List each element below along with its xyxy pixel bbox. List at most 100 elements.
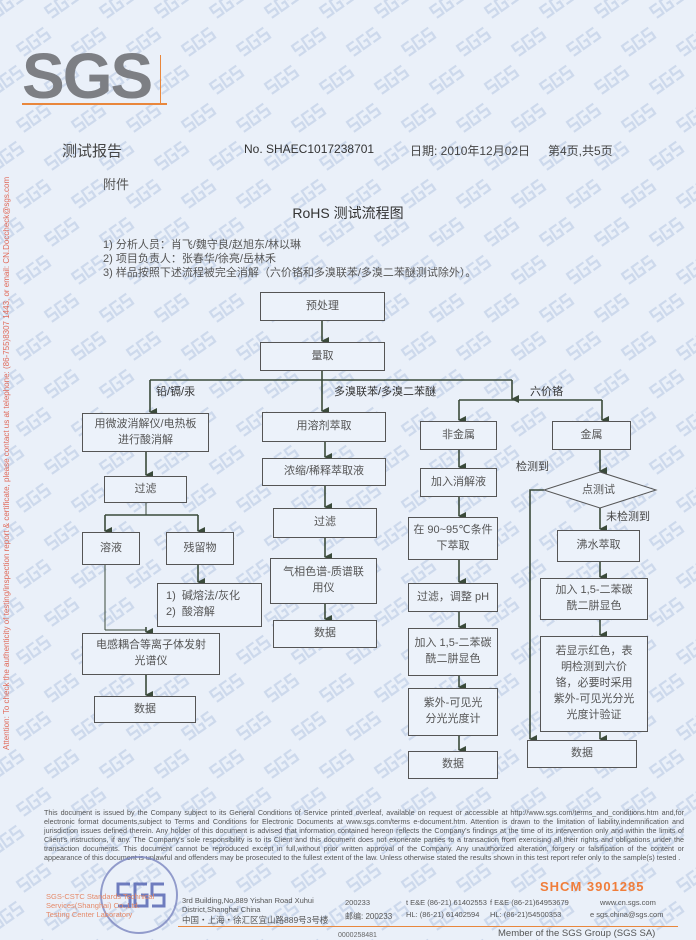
watermark-mark [0, 216, 25, 247]
watermark-mark [428, 64, 465, 95]
watermark-mark [373, 64, 410, 95]
watermark-mark [648, 0, 685, 19]
watermark-mark [0, 444, 25, 475]
watermark-mark [483, 824, 520, 855]
watermark-mark [400, 254, 437, 285]
step-add-digestion: 加入消解液 [420, 468, 497, 497]
step-residue: 残留物 [166, 532, 234, 565]
watermark-mark [208, 824, 245, 855]
watermark-mark [153, 748, 190, 779]
step-boiling-water: 沸水萃取 [557, 530, 640, 562]
shcm-number: SHCM 3901285 [540, 879, 645, 894]
report-number: No. SHAEC1017238701 [244, 142, 375, 156]
company-name: SGS-CSTC Standards Technical Services(Sh… [46, 892, 174, 919]
watermark-mark [593, 64, 630, 95]
watermark-mark [180, 26, 217, 57]
watermark-mark [483, 0, 520, 19]
watermark-mark [153, 140, 190, 171]
watermark-mark [510, 26, 547, 57]
step-red-verify: 若显示红色，表 明检测到六价 铬，必要时采用 紫外-可见光分光 光度计验证 [540, 636, 648, 732]
watermark-mark [373, 216, 410, 247]
watermark-mark [43, 900, 80, 931]
step-icp-oes: 电感耦合等离子体发射 光谱仪 [82, 633, 220, 675]
watermark-mark [15, 102, 52, 133]
watermark-mark [208, 64, 245, 95]
watermark-mark [675, 254, 696, 285]
watermark-mark [98, 140, 135, 171]
watermark-mark [15, 862, 52, 893]
watermark-mark [15, 482, 52, 513]
watermark-mark [373, 824, 410, 855]
watermark-mark [70, 254, 107, 285]
watermark-mark [15, 254, 52, 285]
watermark-mark [290, 102, 327, 133]
watermark-mark [648, 140, 685, 171]
watermark-mark [70, 26, 107, 57]
watermark-mark [318, 140, 355, 171]
watermark-mark [15, 710, 52, 741]
watermark-mark [565, 102, 602, 133]
watermark-mark [318, 672, 355, 703]
attachment-label: 附件 [103, 177, 130, 192]
watermark-mark [98, 368, 135, 399]
watermark-mark [675, 406, 696, 437]
watermark-mark [675, 330, 696, 361]
step-alkali-fusion: 1) 碱熔法/灰化 2) 酸溶解 [157, 583, 262, 627]
watermark-mark [428, 140, 465, 171]
watermark-mark [180, 178, 217, 209]
watermark-mark [510, 862, 547, 893]
watermark-mark [0, 292, 25, 323]
watermark-mark [428, 292, 465, 323]
watermark-mark [290, 862, 327, 893]
stamp-lettering [116, 882, 166, 908]
watermark-mark [208, 748, 245, 779]
watermark-mark [235, 102, 272, 133]
watermark-mark [510, 558, 547, 589]
watermark-mark [263, 64, 300, 95]
watermark-mark [235, 254, 272, 285]
watermark-mark [15, 26, 52, 57]
watermark-mark [565, 330, 602, 361]
watermark-mark [70, 102, 107, 133]
watermark-mark [0, 596, 25, 627]
watermark-mark [620, 254, 657, 285]
watermark-mark [125, 102, 162, 133]
watermark-mark [373, 596, 410, 627]
watermark-mark [15, 406, 52, 437]
watermark-mark [455, 102, 492, 133]
watermark-mark [290, 254, 327, 285]
watermark-mark [208, 216, 245, 247]
note-digestion: 3) 样品按照下述流程被完全消解（六价铬和多溴联苯/多溴二苯醚测试除外）。 [103, 267, 477, 279]
step-color-metal: 加入 1,5-二苯碳 酰二肼显色 [540, 578, 648, 620]
watermark-mark [400, 26, 437, 57]
report-title: 测试报告 [62, 143, 123, 160]
step-non-metal: 非金属 [420, 421, 497, 450]
watermark-mark [0, 140, 25, 171]
watermark-mark [648, 216, 685, 247]
watermark-mark [345, 178, 382, 209]
watermark-mark [620, 26, 657, 57]
watermark-mark [620, 178, 657, 209]
watermark-mark [648, 672, 685, 703]
watermark-mark [510, 330, 547, 361]
watermark-mark [620, 786, 657, 817]
watermark-mark [153, 292, 190, 323]
step-measure: 量取 [260, 342, 385, 371]
watermark-mark [43, 216, 80, 247]
step-filter-pbb: 过滤 [273, 508, 377, 538]
address-en: 3rd Building,No.889 Yishan Road Xuhui Di… [182, 896, 314, 914]
watermark-mark [43, 672, 80, 703]
watermark-mark [510, 786, 547, 817]
step-data-metals: 数据 [94, 696, 196, 723]
watermark-mark [43, 0, 80, 19]
watermark-mark [263, 216, 300, 247]
watermark-mark [70, 786, 107, 817]
watermark-mark [675, 862, 696, 893]
watermark-mark [153, 824, 190, 855]
watermark-mark [98, 0, 135, 19]
watermark-mark [263, 140, 300, 171]
watermark-mark [318, 824, 355, 855]
watermark-mark [428, 216, 465, 247]
watermark-mark [510, 406, 547, 437]
